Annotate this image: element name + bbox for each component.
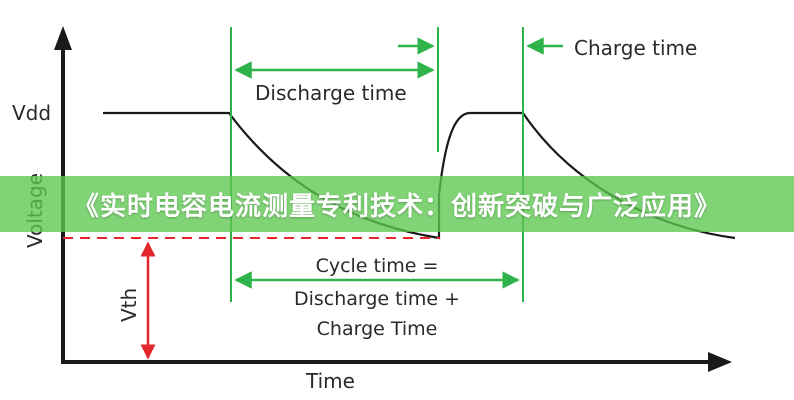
x-axis-arrow-icon [708,352,732,372]
charge-time-label: Charge time [574,36,697,60]
vdd-label: Vdd [12,101,51,125]
cycle-time-label-line1: Cycle time = [316,255,439,277]
title-banner: 《实时电容电流测量专利技术：创新突破与广泛应用》 [0,176,794,232]
x-axis-label: Time [305,369,355,393]
discharge-time-label: Discharge time [255,81,407,105]
vth-label: Vth [117,288,141,322]
y-axis-arrow-icon [54,26,72,50]
cycle-time-label-line3: Charge Time [317,318,438,340]
cycle-time-label-line2: Discharge time + [294,288,460,310]
banner-title: 《实时电容电流测量专利技术：创新突破与广泛应用》 [72,191,721,222]
